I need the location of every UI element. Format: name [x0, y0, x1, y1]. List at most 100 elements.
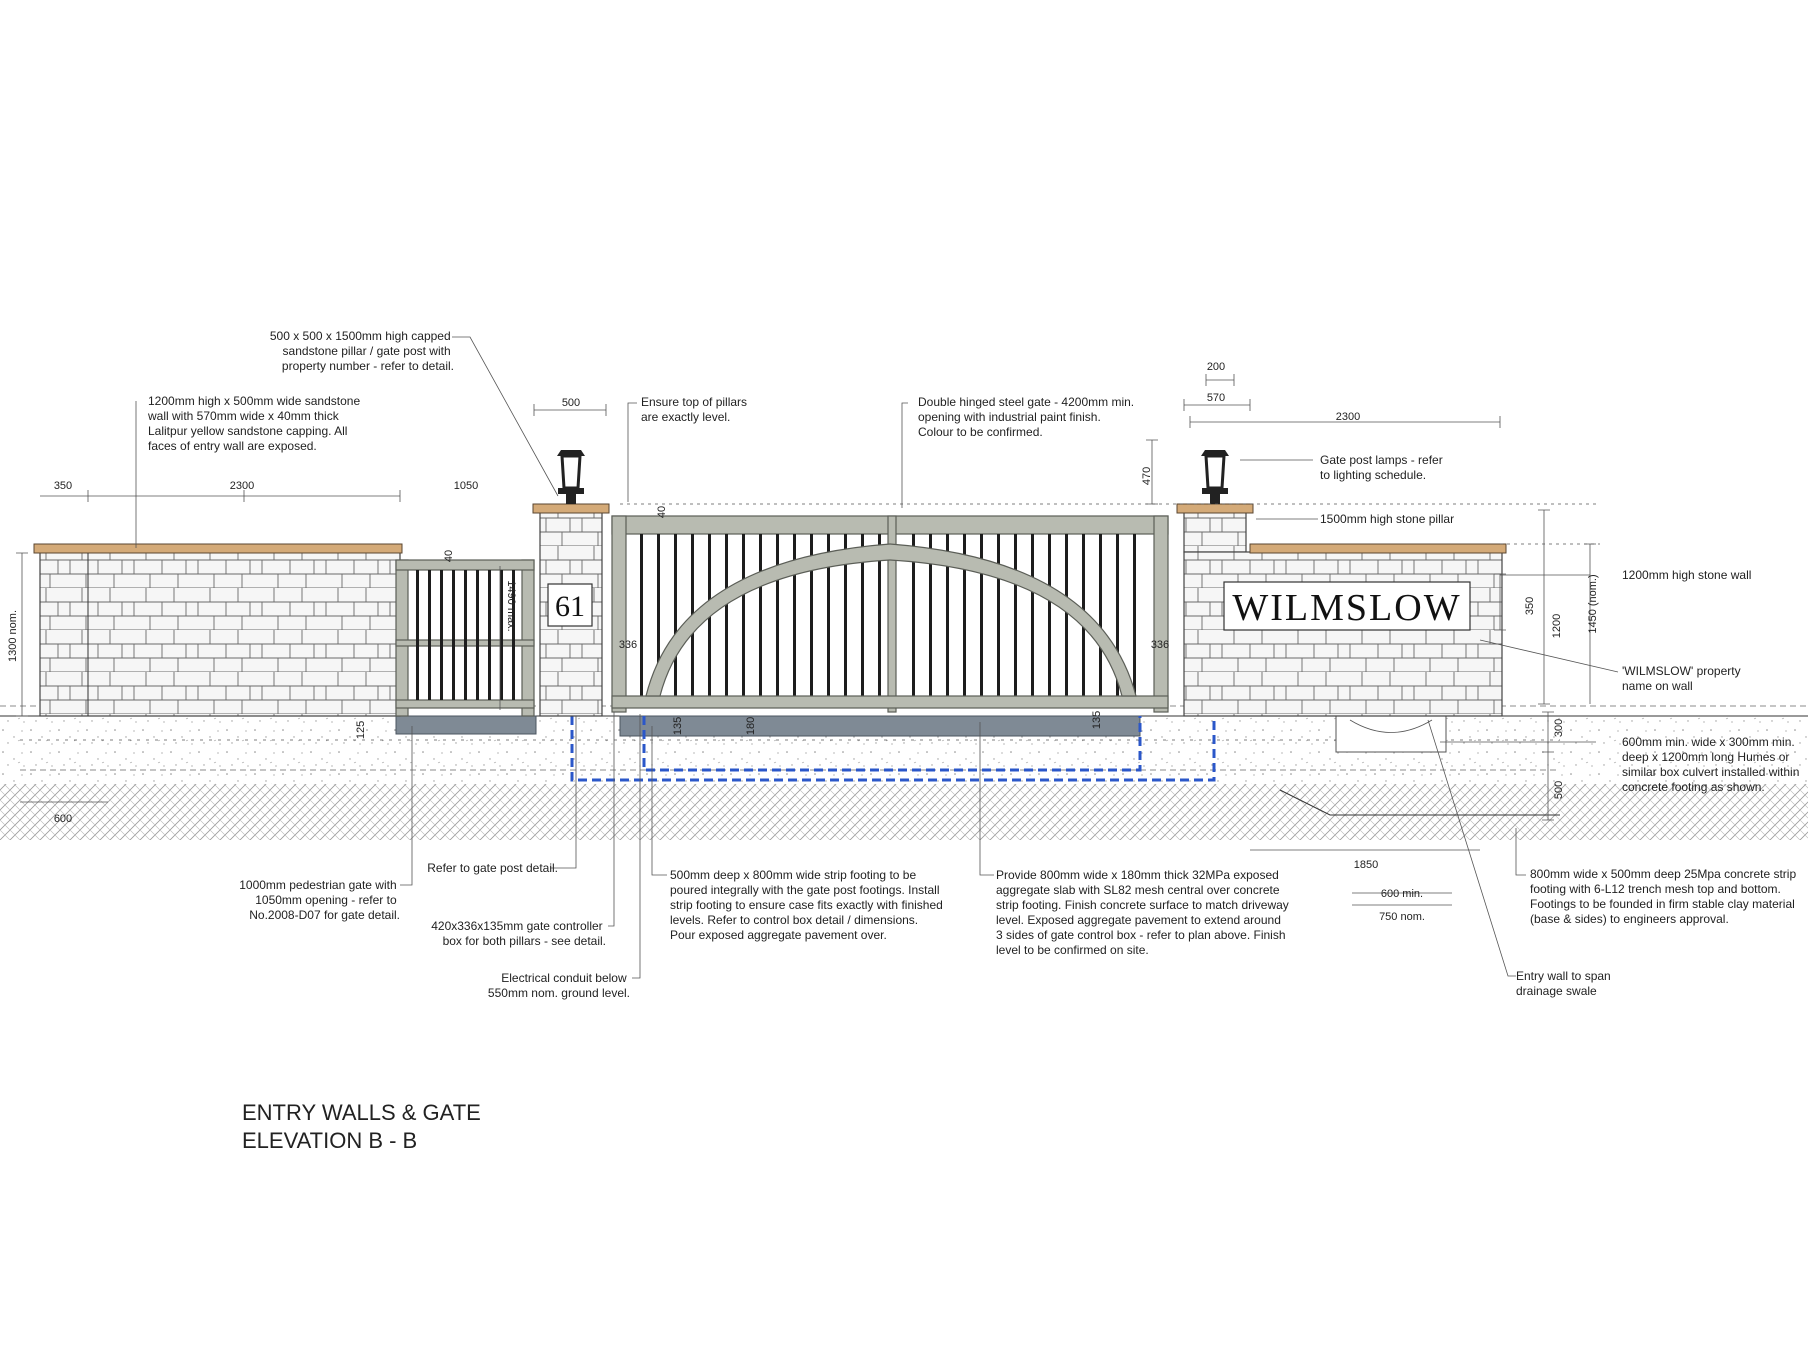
dim-336-left: 336	[619, 639, 637, 651]
pillar-note: 500 x 500 x 1500mm high capped sandstone…	[270, 329, 454, 373]
gate-bar	[793, 534, 796, 696]
pedestrian-gate-bar	[476, 570, 479, 700]
dim-135-left: 135	[672, 717, 684, 735]
concrete-strip-note: 800mm wide x 500mm deep 25Mpa concrete s…	[1530, 867, 1799, 926]
gate-bar	[640, 534, 643, 696]
pedestrian-gate-bar	[440, 570, 443, 700]
dim-180: 180	[745, 717, 757, 735]
gate-bar	[1014, 534, 1017, 696]
pedestrian-gate-bar	[464, 570, 467, 700]
pedestrian-gate-bar	[500, 570, 503, 700]
stone-pillar-note: 1500mm high stone pillar	[1320, 512, 1454, 526]
dim-600-min: 600 min.	[1381, 888, 1423, 900]
aggregate-slab-note: Provide 800mm wide x 180mm thick 32MPa e…	[996, 868, 1292, 957]
dim-1200: 1200	[1551, 614, 1563, 638]
gate-bar	[929, 534, 932, 696]
drawing-title-line1: ENTRY WALLS & GATE	[242, 1100, 481, 1125]
dim-350-v: 350	[1524, 597, 1536, 615]
gate-bar	[878, 534, 881, 696]
dim-125: 125	[355, 721, 367, 739]
ensure-level-note: Ensure top of pillars are exactly level.	[641, 395, 750, 424]
culvert-note: 600mm min. wide x 300mm min. deep x 1200…	[1622, 735, 1803, 794]
dim-1050: 1050	[454, 480, 478, 492]
gate-bar	[963, 534, 966, 696]
drawing-title-line2: ELEVATION B - B	[242, 1128, 417, 1153]
right-lamp-icon	[1201, 450, 1229, 504]
gate-bar	[759, 534, 762, 696]
pedestrian-gate-note: 1000mm pedestrian gate with 1050mm openi…	[239, 878, 400, 922]
gate-bar	[742, 534, 745, 696]
left-pillar: 61	[532, 503, 610, 717]
name-on-wall-note: 'WILMSLOW' property name on wall	[1622, 664, 1744, 693]
gate-bar	[1116, 534, 1119, 696]
gate-bar	[1065, 534, 1068, 696]
gate-bar	[844, 534, 847, 696]
gate-bar	[776, 534, 779, 696]
dim-500: 500	[562, 397, 580, 409]
dim-470: 470	[1141, 467, 1153, 485]
strip-footing-note: 500mm deep x 800mm wide strip footing to…	[670, 868, 946, 942]
gate-bar	[725, 534, 728, 696]
pedestrian-slab	[395, 715, 537, 735]
pedestrian-gate-bar	[416, 570, 419, 700]
dim-1300: 1300 nom.	[7, 610, 19, 662]
dimension-labels: 350 2300 1050 500 200 570 2300 470 40 40…	[7, 361, 1599, 923]
property-name: WILMSLOW	[1232, 587, 1461, 629]
dim-350: 350	[54, 480, 72, 492]
left-lamp-icon	[557, 450, 585, 504]
dim-750-nom: 750 nom.	[1379, 911, 1425, 923]
gate-bar	[810, 534, 813, 696]
aggregate-slab	[619, 715, 1141, 737]
gate-bar	[980, 534, 983, 696]
box-culvert	[1335, 711, 1447, 753]
dim-40-left: 40	[443, 550, 455, 562]
electrical-conduit-inner	[642, 716, 1142, 772]
pedestrian-gate-bar	[488, 570, 491, 700]
dim-570: 570	[1207, 392, 1225, 404]
annotation-notes: 500 x 500 x 1500mm high capped sandstone…	[147, 329, 1803, 1000]
right-entry-wall: WILMSLOW	[1183, 543, 1507, 717]
gate-bar	[946, 534, 949, 696]
dim-300: 300	[1553, 719, 1565, 737]
left-entry-wall	[33, 543, 403, 717]
dim-1850: 1850	[1354, 859, 1378, 871]
dimension-lines	[16, 374, 1600, 906]
pedestrian-gate-bar	[452, 570, 455, 700]
pedestrian-gate-bar	[428, 570, 431, 700]
right-pillar	[1176, 503, 1254, 553]
dim-2300-left: 2300	[230, 480, 254, 492]
gate-bar	[1099, 534, 1102, 696]
pedestrian-gate	[395, 559, 535, 717]
gate-bar	[1133, 534, 1136, 696]
wall-note: 1200mm high x 500mm wide sandstone wall …	[147, 394, 363, 453]
double-gate	[611, 515, 1169, 713]
gate-bar	[674, 534, 677, 696]
gate-bar	[997, 534, 1000, 696]
dim-2300-right: 2300	[1336, 411, 1360, 423]
house-number: 61	[555, 590, 585, 623]
swale-note: Entry wall to span drainage swale	[1516, 969, 1614, 998]
controller-box-note: 420x336x135mm gate controller box for bo…	[431, 919, 606, 948]
gate-bar	[912, 534, 915, 696]
conduit-note: Electrical conduit below 550mm nom. grou…	[488, 971, 630, 1000]
dim-40-top: 40	[656, 506, 668, 518]
lamps-note: Gate post lamps - refer to lighting sche…	[1320, 453, 1446, 482]
gate-bar	[861, 534, 864, 696]
gate-post-detail-note: Refer to gate post detail.	[427, 861, 558, 875]
dim-336-right: 336	[1151, 639, 1169, 651]
dim-500-v: 500	[1553, 781, 1565, 799]
gate-bar	[1031, 534, 1034, 696]
gate-bar	[657, 534, 660, 696]
double-gate-note: Double hinged steel gate - 4200mm min. o…	[918, 395, 1137, 439]
gate-bar	[1048, 534, 1051, 696]
electrical-conduit	[570, 716, 1216, 782]
house-number-plaque	[547, 583, 593, 627]
leader-lines	[135, 336, 1619, 979]
property-name-plaque	[1223, 581, 1471, 631]
pedestrian-gate-bar	[512, 570, 515, 700]
dim-200: 200	[1207, 361, 1225, 373]
dim-135-right: 135	[1091, 711, 1103, 729]
dim-1450: 1450 (nom.)	[1587, 574, 1599, 633]
gate-bar	[827, 534, 830, 696]
